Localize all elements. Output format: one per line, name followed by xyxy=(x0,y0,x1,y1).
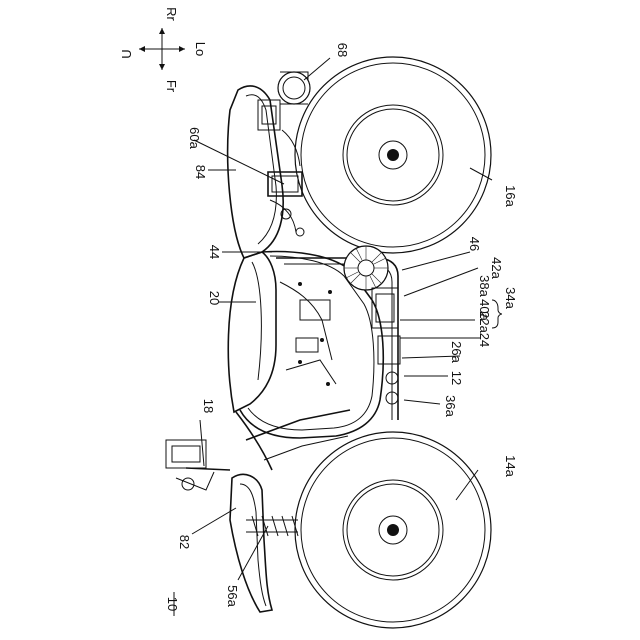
ref-84: 84 xyxy=(193,165,208,179)
ref-14a: 14a xyxy=(503,455,518,477)
ref-68: 68 xyxy=(335,43,350,57)
ref-26a: 26a xyxy=(449,341,464,363)
ref-20: 20 xyxy=(207,291,222,305)
ref-36a: 36a xyxy=(443,395,458,417)
ref-44: 44 xyxy=(207,245,222,259)
direction-left-label: Lo xyxy=(193,42,208,56)
direction-indicator: U Rr Lo Fr xyxy=(119,7,208,93)
ref-18: 18 xyxy=(201,399,216,413)
air-box-68 xyxy=(278,72,310,104)
ref-82: 82 xyxy=(177,535,192,549)
ref-10-overall: 10 xyxy=(165,597,180,611)
ref-60a: 60a xyxy=(187,127,202,149)
ref-56a: 56a xyxy=(225,585,240,607)
radiator-fan-46 xyxy=(344,246,388,290)
ref-34a: 34a xyxy=(503,287,518,309)
ref-22a: 22a xyxy=(477,311,492,333)
rear-wheel-16a xyxy=(295,57,491,253)
ref-16a: 16a xyxy=(503,185,518,207)
ref-38a: 38a xyxy=(477,275,492,297)
direction-front-label: Fr xyxy=(164,80,179,93)
ref-46: 46 xyxy=(467,237,482,251)
ref-12: 12 xyxy=(449,371,464,385)
direction-up-label: U xyxy=(119,49,134,58)
direction-rear-label: Rr xyxy=(164,7,179,21)
front-wheel-14a xyxy=(295,432,491,628)
ref-24: 24 xyxy=(477,333,492,347)
